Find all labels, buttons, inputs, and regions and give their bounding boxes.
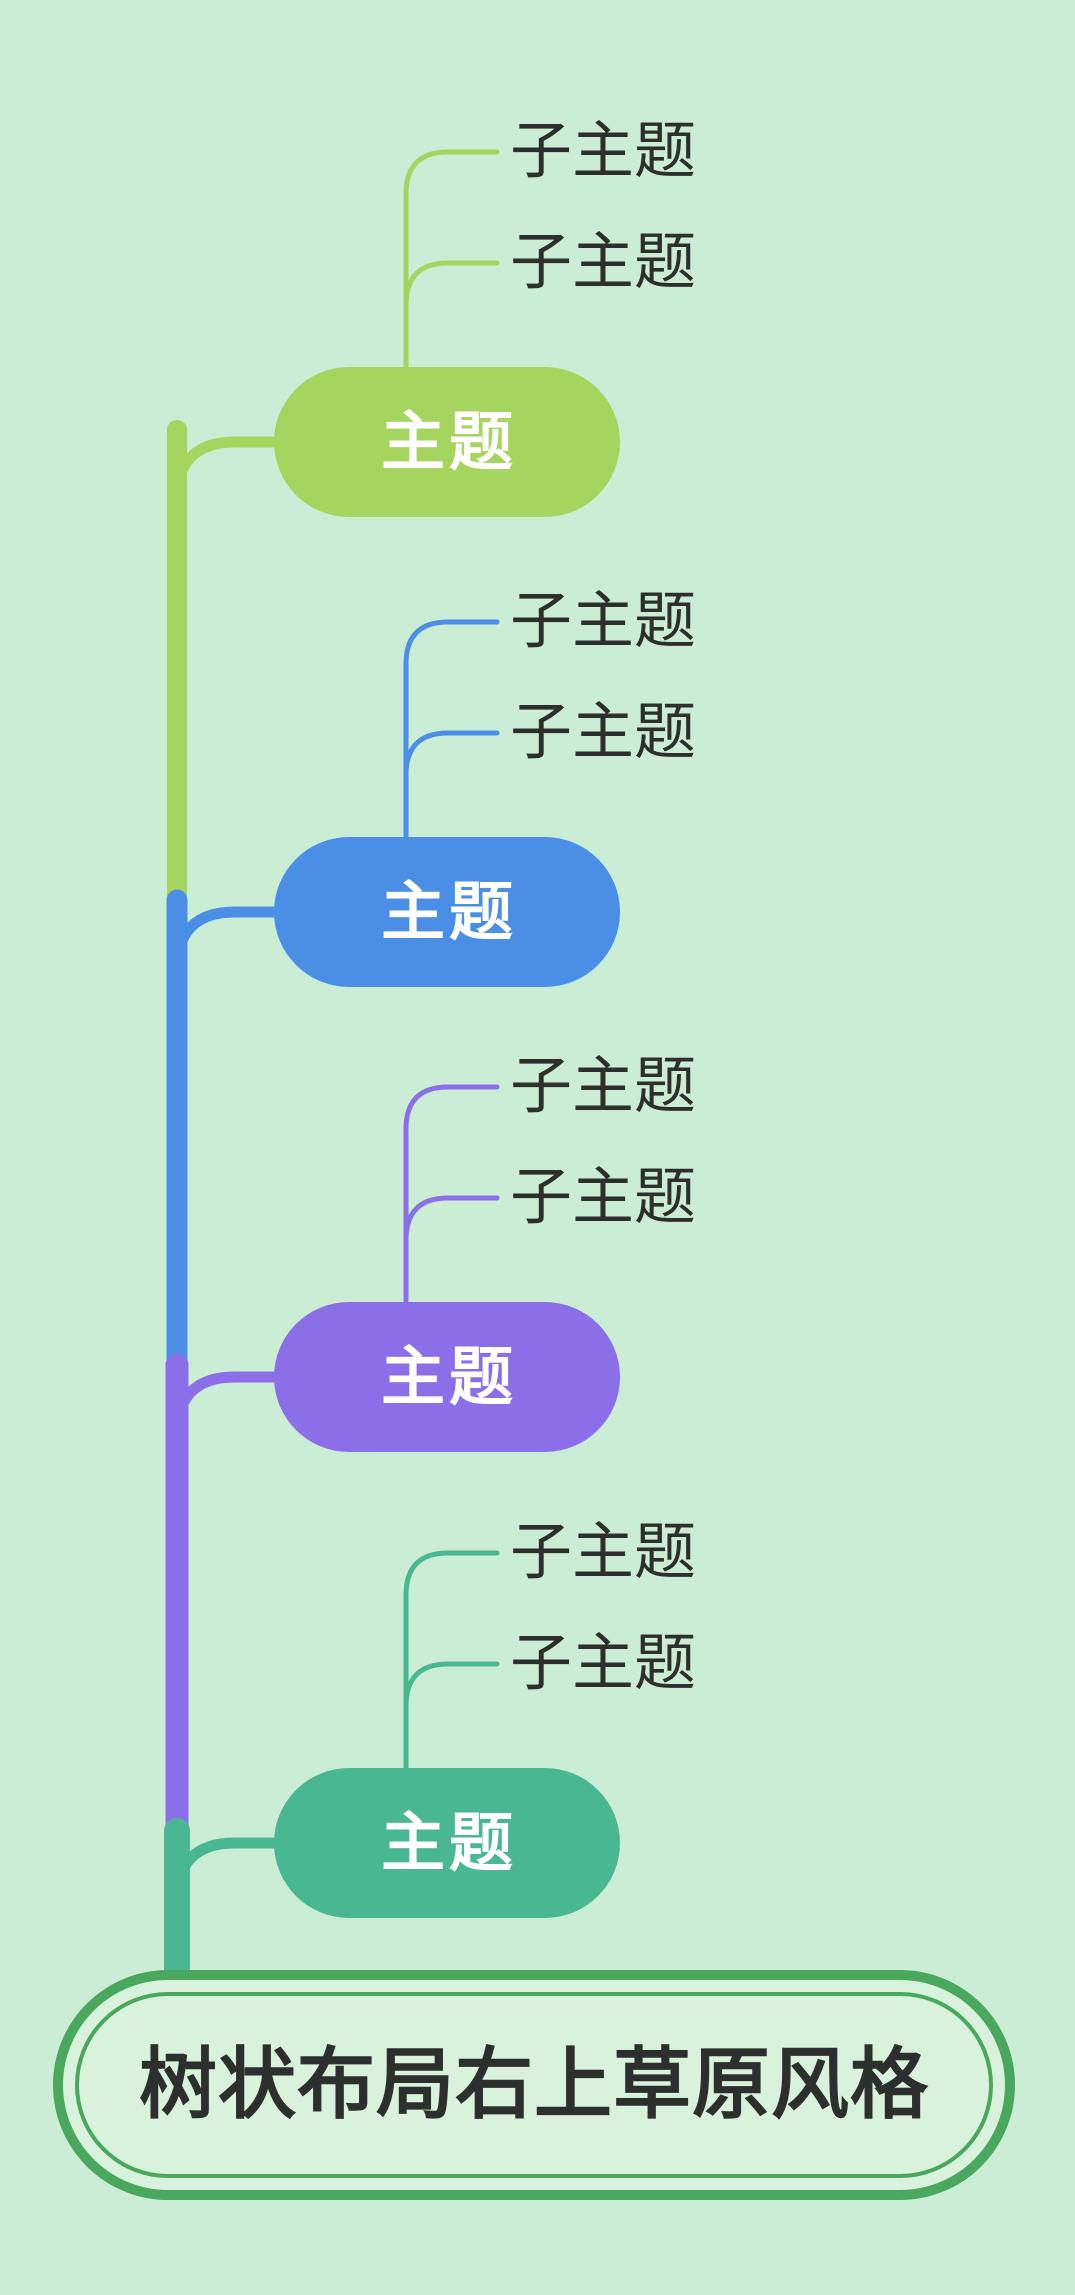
subtopic-connector: [403, 1661, 500, 1775]
topic-node[interactable]: 主题: [274, 367, 620, 517]
topic-node-label: 主题: [381, 876, 517, 948]
branch-connector: [171, 436, 284, 540]
subtopic-connector: [403, 1550, 500, 1775]
root-topic-node[interactable]: 树状布局右上草原风格: [53, 1970, 1015, 2200]
subtopic-label[interactable]: 子主题: [510, 118, 697, 186]
branch-connector: [171, 1371, 284, 1475]
topic-node[interactable]: 主题: [274, 1302, 620, 1452]
topic-node-label: 主题: [381, 406, 517, 478]
subtopic-connector: [403, 260, 500, 374]
branch-connector: [171, 906, 284, 1010]
subtopic-connector: [403, 1084, 500, 1309]
subtopic-connector: [403, 1195, 500, 1309]
topic-node-label: 主题: [381, 1341, 517, 1413]
subtopic-connector: [403, 619, 500, 844]
subtopic-label[interactable]: 子主题: [510, 699, 697, 767]
branch-connector: [171, 1837, 284, 1941]
root-topic-label: 树状布局右上草原风格: [138, 2041, 929, 2128]
subtopic-connector: [403, 149, 500, 374]
subtopic-label[interactable]: 子主题: [510, 1630, 697, 1698]
topic-node[interactable]: 主题: [274, 837, 620, 987]
topic-node-label: 主题: [381, 1807, 517, 1879]
subtopic-label[interactable]: 子主题: [510, 1164, 697, 1232]
subtopic-label[interactable]: 子主题: [510, 1053, 697, 1121]
subtopic-label[interactable]: 子主题: [510, 1519, 697, 1587]
subtopic-label[interactable]: 子主题: [510, 229, 697, 297]
subtopic-label[interactable]: 子主题: [510, 588, 697, 656]
topic-node[interactable]: 主题: [274, 1768, 620, 1918]
subtopic-connector: [403, 730, 500, 844]
